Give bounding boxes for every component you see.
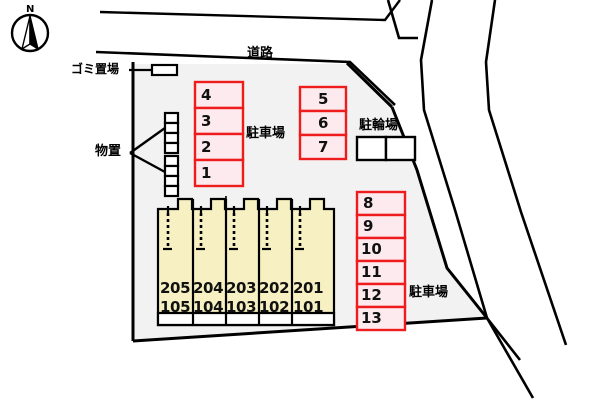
parking-block-north-west [193, 80, 245, 188]
compass-rose [10, 13, 50, 53]
parking-stall-4[interactable]: 4 [201, 86, 212, 104]
parking-north-label: 駐車場 [246, 126, 286, 141]
building-front-walkway [156, 311, 336, 327]
building-unit-105[interactable]: 105 [160, 298, 191, 316]
bicycle-parking-label: 駐輪場 [359, 118, 399, 133]
parking-stall-10[interactable]: 10 [361, 240, 382, 258]
road-northeast-stub [386, 0, 418, 40]
parking-stall-1[interactable]: 1 [201, 164, 212, 182]
building-unit-203[interactable]: 203 [226, 279, 257, 297]
building-unit-204[interactable]: 204 [193, 279, 224, 297]
road-southeast-branch [485, 317, 535, 399]
road-top-label: 道路 [247, 46, 274, 61]
parking-stall-9[interactable]: 9 [363, 217, 374, 235]
parking-stall-8[interactable]: 8 [363, 194, 374, 212]
parking-stall-6[interactable]: 6 [318, 114, 329, 132]
parking-block-east [355, 190, 407, 332]
parking-stall-12[interactable]: 12 [361, 286, 382, 304]
compass-north-label: N [26, 4, 35, 15]
storage-upper-stack [163, 111, 180, 155]
parking-stall-5[interactable]: 5 [318, 90, 329, 108]
apartment-building [156, 196, 336, 327]
storage-label: 物置 [95, 144, 122, 159]
building-unit-205[interactable]: 205 [160, 279, 191, 297]
road-east-outer-edge [484, 0, 568, 346]
parking-stall-13[interactable]: 13 [361, 309, 382, 327]
parking-block-north-east [298, 85, 348, 161]
road-top-far-edge [99, 0, 401, 22]
building-unit-102[interactable]: 102 [259, 298, 290, 316]
parking-stall-3[interactable]: 3 [201, 112, 212, 130]
bicycle-parking-bays [355, 135, 417, 162]
building-unit-dividers [191, 199, 294, 325]
parking-stall-2[interactable]: 2 [201, 138, 212, 156]
parking-east-label: 駐車場 [409, 285, 449, 300]
building-unit-103[interactable]: 103 [226, 298, 257, 316]
building-unit-104[interactable]: 104 [193, 298, 224, 316]
parking-stall-7[interactable]: 7 [318, 138, 329, 156]
compass-needle-dark [29, 15, 40, 51]
garbage-area-label: ゴミ置場 [71, 62, 120, 76]
storage-leader-lines [129, 127, 166, 174]
building-unit-202[interactable]: 202 [259, 279, 290, 297]
road-top-near-edge [95, 50, 396, 106]
building-entry-stubs [163, 206, 304, 251]
building-front-walkway-dividers [191, 313, 294, 325]
parking-stall-11[interactable]: 11 [361, 263, 382, 281]
storage-lower-stack [163, 154, 180, 198]
garbage-area-box [150, 63, 179, 77]
building-unit-101[interactable]: 101 [293, 298, 324, 316]
building-unit-201[interactable]: 201 [293, 279, 324, 297]
site-boundary-northeast-chamfer [345, 61, 394, 109]
site-boundary-bottom [132, 316, 488, 343]
